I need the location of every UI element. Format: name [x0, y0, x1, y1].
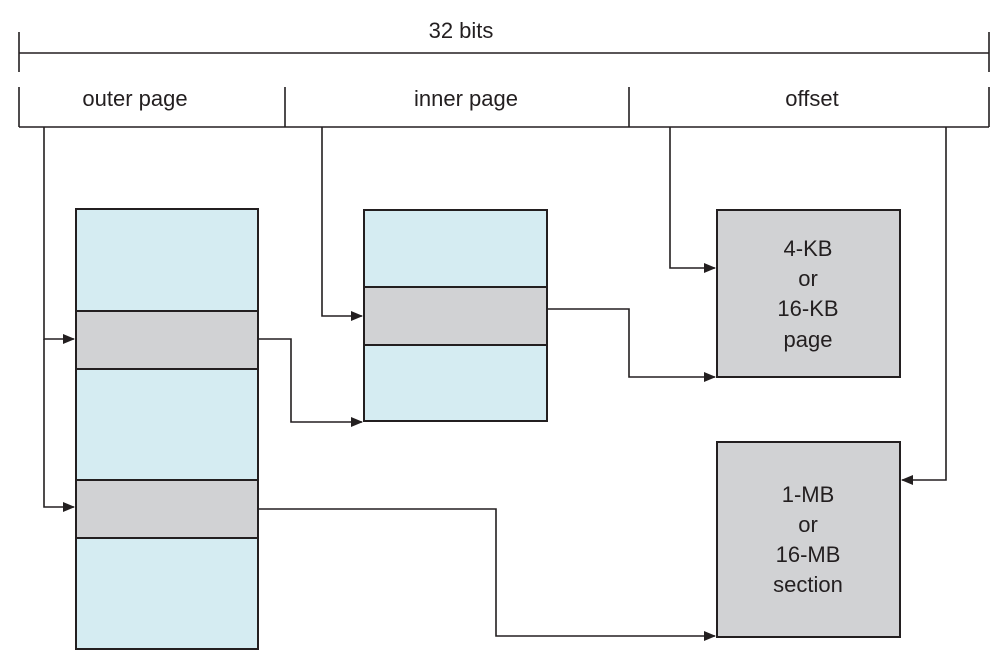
offset-to-section-arrow: [901, 127, 947, 485]
inner-table-entry: [363, 286, 548, 346]
section-line-3: 16-MB: [776, 542, 841, 567]
small-page-line-2: or: [798, 266, 818, 291]
offset-field: offset: [785, 86, 838, 111]
outer-page-index-arrow: [43, 127, 75, 344]
small-page-line-1: 4-KB: [784, 236, 833, 261]
outer-table-entry-section: [75, 479, 259, 539]
outer-table-entry-page: [75, 310, 259, 370]
section-box: [716, 441, 901, 638]
inner-page-index-arrow: [321, 127, 363, 321]
small-page-box: [716, 209, 901, 378]
inner-to-page-arrow: [547, 308, 716, 382]
section-line-2: or: [798, 512, 818, 537]
inner-page-field: inner page: [414, 86, 518, 111]
offset-to-page-arrow: [669, 127, 716, 273]
outer-to-inner-arrow: [258, 338, 363, 427]
inner-page-table: [363, 209, 548, 422]
section-line-4: section: [773, 572, 843, 597]
outer-page-field: outer page: [82, 86, 187, 111]
address-format: [18, 87, 990, 128]
outer-page-section-arrow: [43, 339, 75, 512]
width-bracket: [18, 32, 990, 72]
outer-to-section-arrow: [258, 508, 716, 641]
small-page-line-3: 16-KB: [777, 296, 838, 321]
section-line-1: 1-MB: [782, 482, 835, 507]
small-page-line-4: page: [784, 327, 833, 352]
width-label: 32 bits: [429, 18, 494, 43]
outer-page-table: [75, 208, 259, 650]
